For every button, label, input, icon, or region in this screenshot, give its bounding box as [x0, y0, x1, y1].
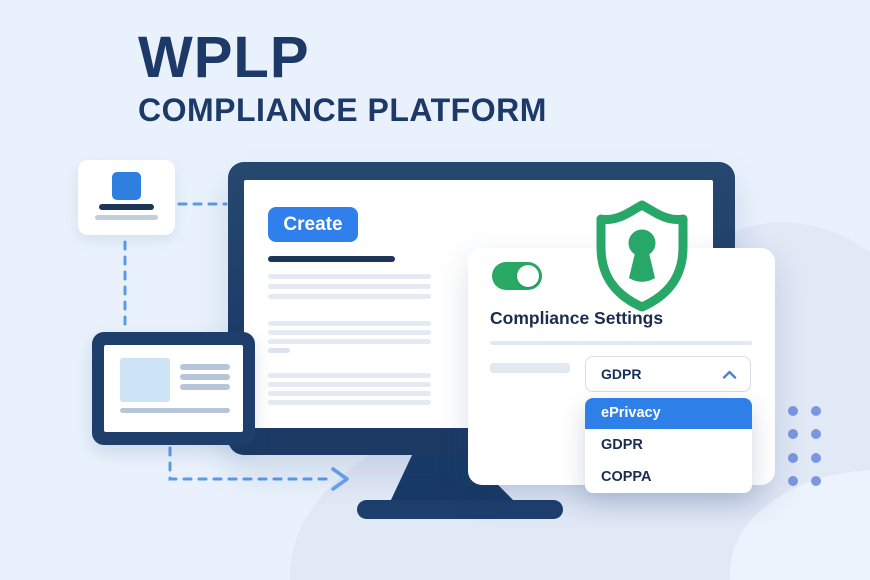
- text-bar-placeholder: [180, 384, 230, 390]
- text-line-placeholder: [268, 330, 431, 335]
- text-line-placeholder: [268, 284, 431, 289]
- dropdown-option-gdpr[interactable]: GDPR: [601, 437, 643, 453]
- text-bar-placeholder: [95, 215, 158, 220]
- text-bar-placeholder: [99, 204, 154, 210]
- dot-grid-decoration: [788, 406, 821, 486]
- image-placeholder: [120, 358, 170, 402]
- arrow-right-icon: [331, 467, 349, 491]
- text-line-placeholder: [268, 373, 431, 378]
- page-subtitle: COMPLIANCE PLATFORM: [138, 91, 547, 128]
- compliance-toggle[interactable]: [492, 262, 542, 290]
- document-icon: [112, 172, 141, 200]
- panel-title: Compliance Settings: [490, 308, 664, 328]
- shield-keyhole-icon: [596, 200, 688, 312]
- document-card: [78, 160, 175, 235]
- text-line-placeholder: [268, 339, 431, 344]
- regulation-dropdown-list: ePrivacy GDPR COPPA: [585, 398, 752, 493]
- dropdown-option-eprivacy[interactable]: ePrivacy: [585, 398, 752, 429]
- text-line-placeholder: [268, 382, 431, 387]
- text-line-placeholder: [268, 348, 290, 353]
- regulation-select[interactable]: GDPR: [585, 356, 751, 392]
- text-line-placeholder: [268, 294, 431, 299]
- text-bar-placeholder: [120, 408, 230, 413]
- header: WPLP COMPLIANCE PLATFORM: [138, 25, 547, 129]
- connector-line-tablet-to-arrow: [168, 446, 332, 481]
- text-line-placeholder: [268, 391, 431, 396]
- divider: [490, 341, 752, 345]
- dropdown-option-coppa[interactable]: COPPA: [601, 469, 652, 485]
- chevron-up-icon: [722, 370, 737, 379]
- heading-placeholder: [268, 256, 395, 262]
- text-line-placeholder: [268, 400, 431, 405]
- create-button[interactable]: Create: [268, 207, 358, 242]
- text-bar-placeholder: [180, 374, 230, 380]
- text-line-placeholder: [268, 321, 431, 326]
- tablet-device: [92, 332, 255, 445]
- text-line-placeholder: [268, 274, 431, 279]
- text-bar-placeholder: [180, 364, 230, 370]
- select-value: GDPR: [601, 366, 642, 382]
- monitor-stand-base: [357, 500, 563, 519]
- field-label-placeholder: [490, 363, 570, 373]
- page-title: WPLP: [138, 25, 310, 90]
- toggle-knob: [517, 265, 539, 287]
- tablet-screen: [104, 345, 243, 432]
